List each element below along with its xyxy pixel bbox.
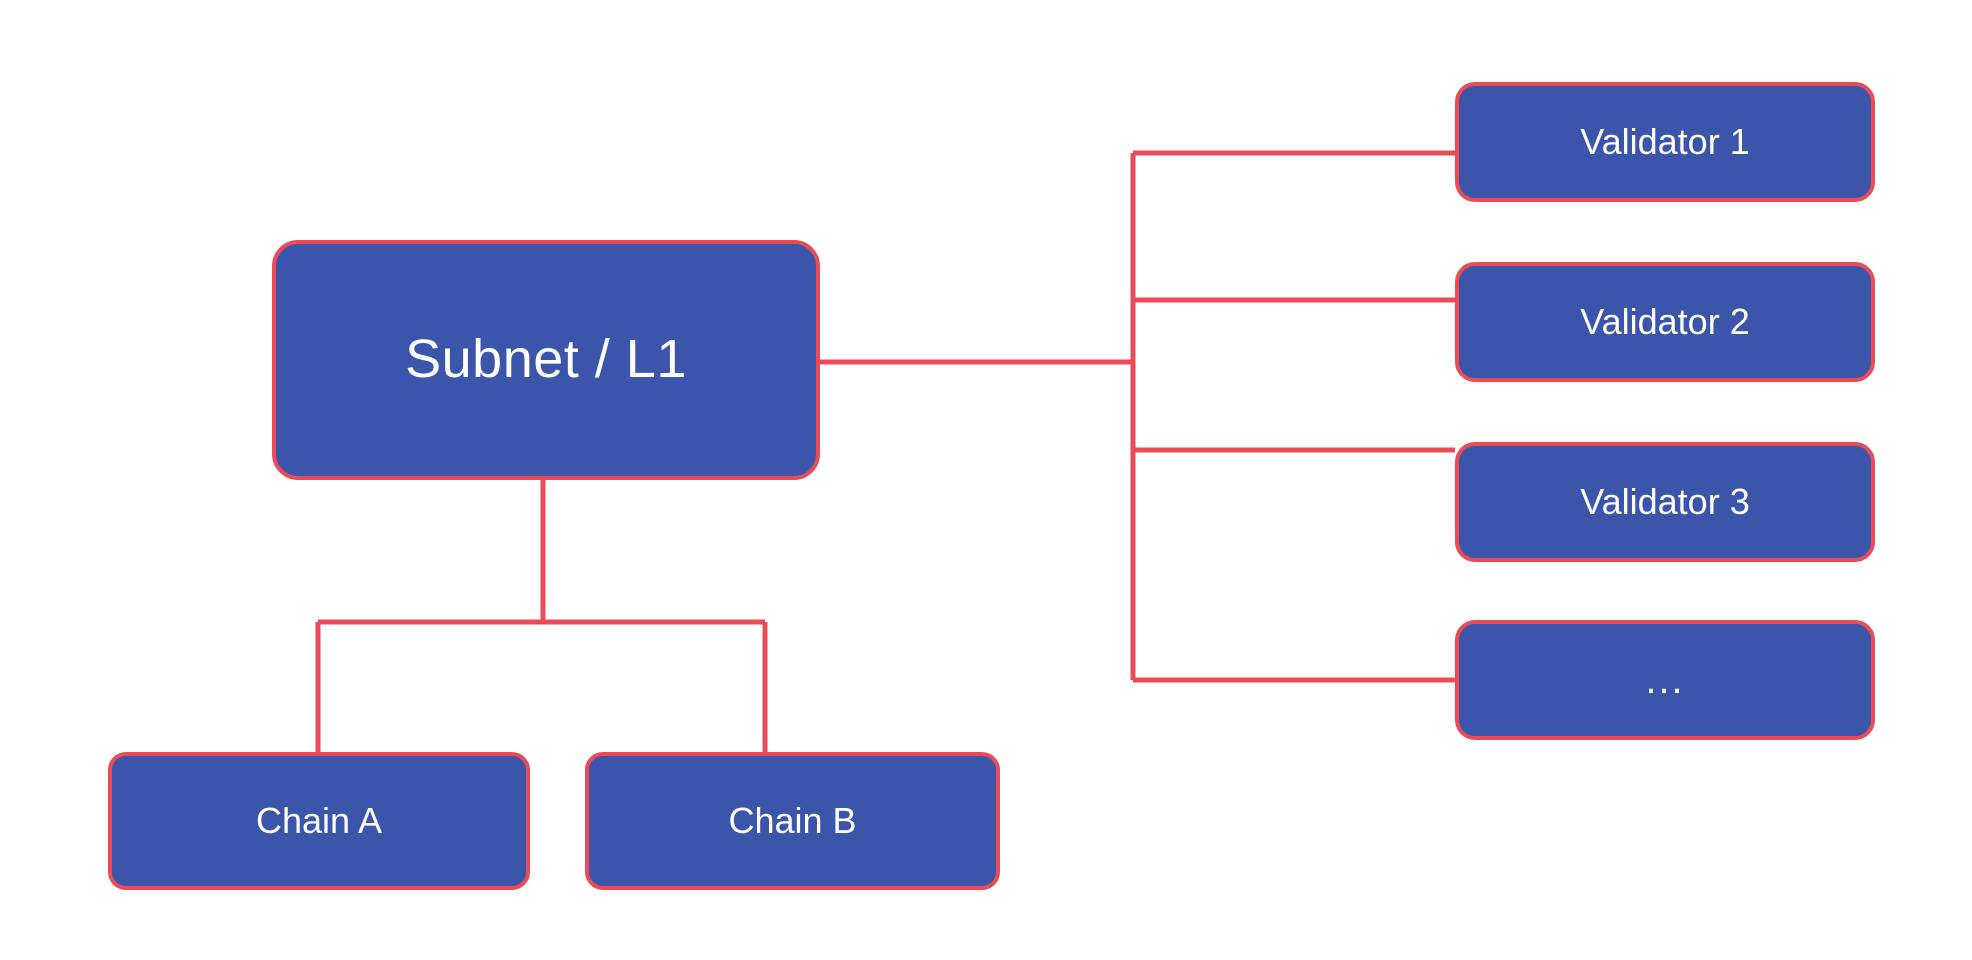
node-validator-3-label: Validator 3: [1580, 481, 1750, 523]
node-chain-a[interactable]: Chain A: [108, 752, 530, 890]
node-validator-2-label: Validator 2: [1580, 301, 1750, 343]
node-validator-more-label: ...: [1645, 658, 1685, 702]
node-validator-3[interactable]: Validator 3: [1455, 442, 1875, 562]
node-validator-2[interactable]: Validator 2: [1455, 262, 1875, 382]
node-validator-1-label: Validator 1: [1580, 121, 1750, 163]
node-validator-more[interactable]: ...: [1455, 620, 1875, 740]
node-validator-1[interactable]: Validator 1: [1455, 82, 1875, 202]
node-subnet-l1-label: Subnet / L1: [405, 329, 687, 390]
node-chain-b-label: Chain B: [728, 800, 857, 842]
node-chain-a-label: Chain A: [255, 800, 383, 842]
node-subnet-l1[interactable]: Subnet / L1: [272, 240, 820, 480]
node-chain-b[interactable]: Chain B: [585, 752, 1000, 890]
